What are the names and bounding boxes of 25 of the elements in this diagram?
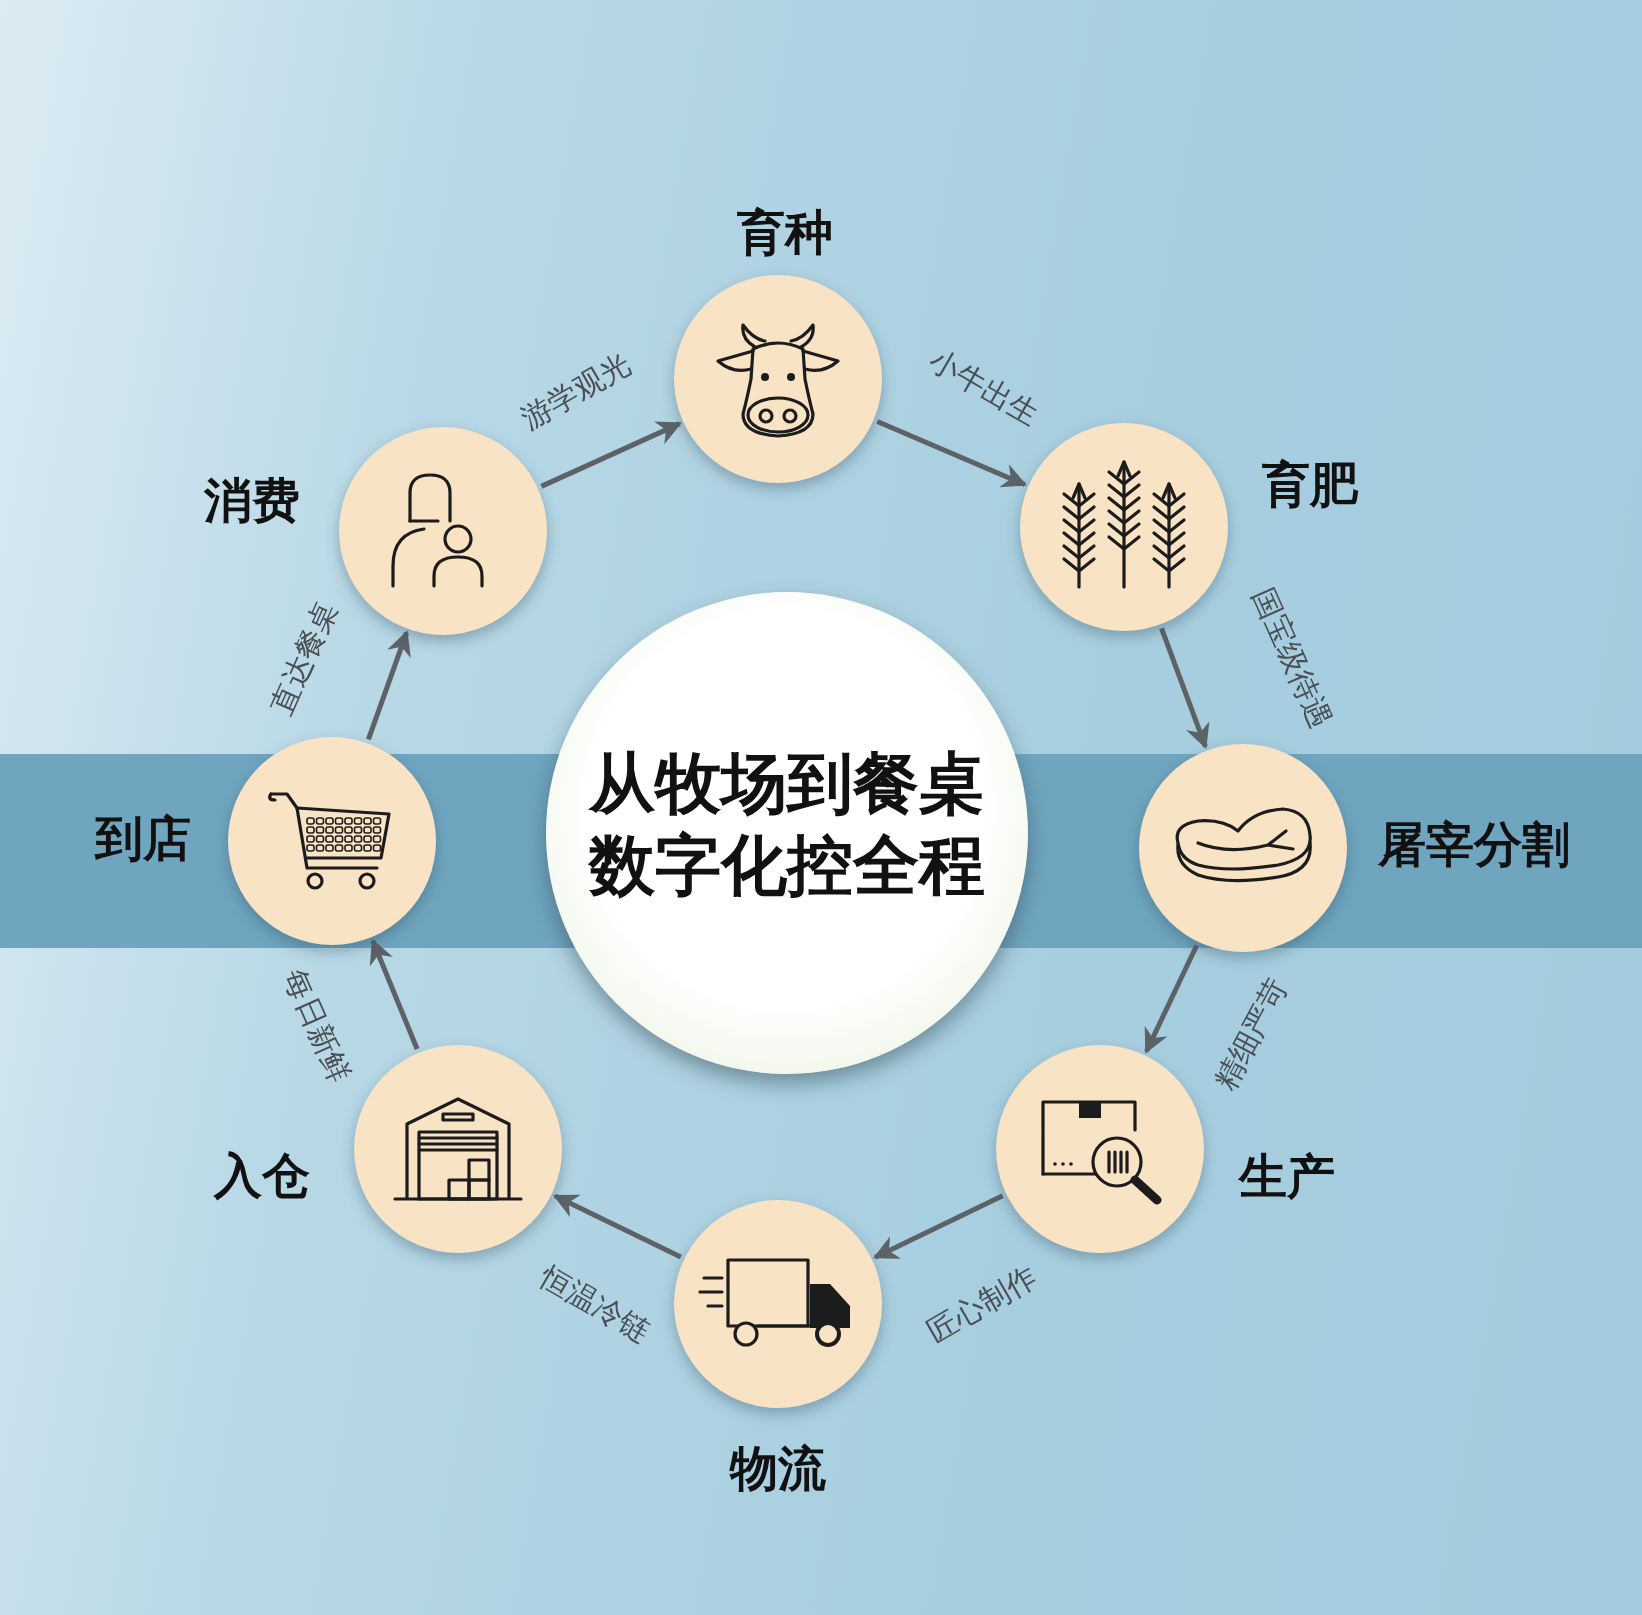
arrow: [873, 1193, 1004, 1260]
arrow: [876, 419, 1027, 488]
edge-label: 精细严苛: [1206, 972, 1296, 1096]
edge-label: 匠心制作: [921, 1258, 1043, 1350]
step-label: 入仓: [212, 1146, 311, 1205]
step-label: 物流: [728, 1439, 827, 1498]
step-label: 育种: [736, 203, 834, 262]
edge-label: 游学观光: [515, 345, 637, 437]
step-label: 到店: [93, 809, 192, 868]
step-label: 消费: [203, 471, 301, 530]
step-label: 生产: [1237, 1147, 1336, 1206]
arrow: [1159, 627, 1210, 750]
edge-label: 直达餐桌: [263, 595, 345, 721]
edge-label: 恒温冷链: [534, 1258, 656, 1350]
edge-label: 每日新鲜: [276, 963, 358, 1089]
arrow: [540, 421, 682, 489]
arrow: [369, 938, 420, 1050]
step-label: 屠宰分割: [1376, 815, 1571, 874]
arrow: [1144, 944, 1199, 1054]
step-label: 育肥: [1261, 455, 1359, 514]
center-title: 从牧场到餐桌数字化控全程: [587, 744, 986, 906]
edge-label: 国宝级待遇: [1245, 582, 1339, 734]
arrow: [366, 630, 411, 741]
arrow: [552, 1193, 682, 1260]
edge-label: 小牛出生: [923, 341, 1045, 433]
